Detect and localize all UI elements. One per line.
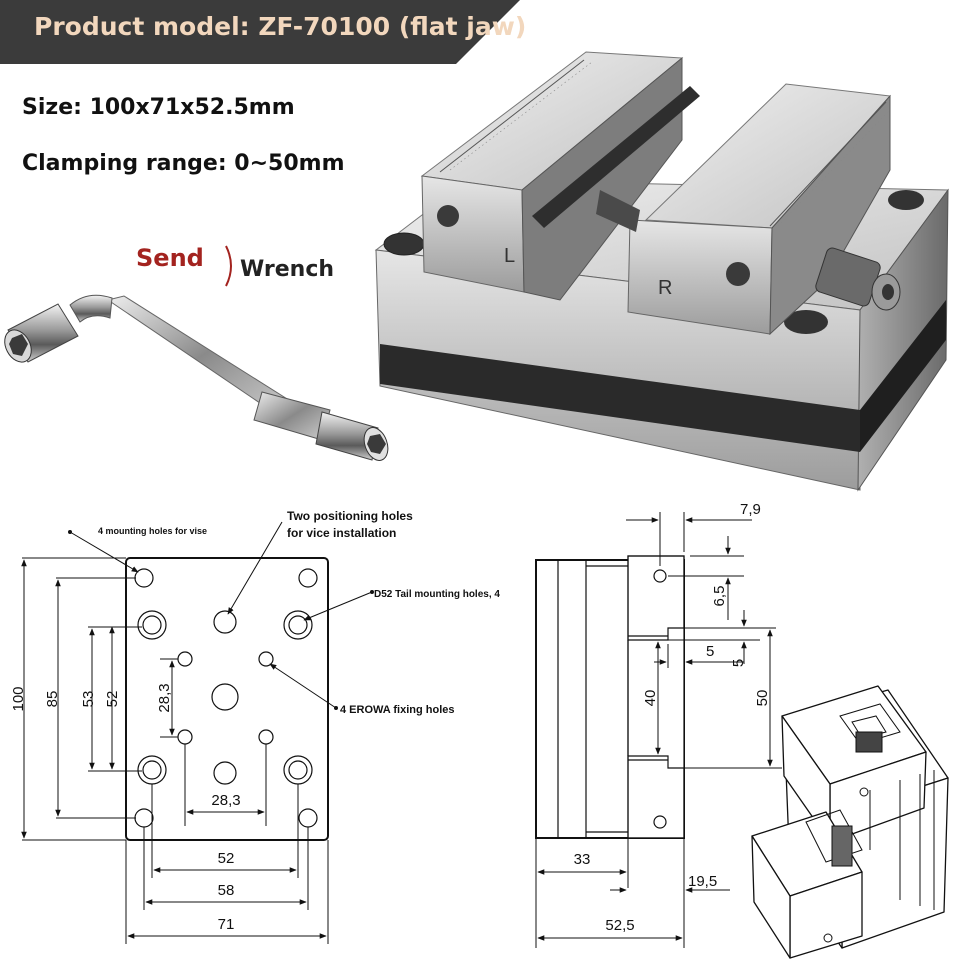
size-spec: Size: 100x71x52.5mm <box>22 95 295 120</box>
scale-ruler-right-icon <box>769 101 891 227</box>
dim-71: 71 <box>218 916 235 933</box>
dim-6-5: 6,5 <box>711 586 728 607</box>
dim-28-3-horizontal: 28,3 <box>211 792 240 809</box>
dim-52-vertical: 52 <box>104 691 121 708</box>
wrench-socket-left-icon <box>4 303 79 363</box>
dim-58: 58 <box>218 882 235 899</box>
dim-5-vertical: 5 <box>730 659 747 667</box>
dim-52-horizontal: 52 <box>218 850 235 867</box>
dim-50: 50 <box>754 690 771 707</box>
dim-33: 33 <box>574 851 591 868</box>
title-banner: Product model: ZF-70100 (flat jaw) <box>0 0 526 64</box>
wrench-label: Wrench <box>240 257 335 282</box>
send-label: Send <box>136 244 204 272</box>
dim-85: 85 <box>44 691 61 708</box>
dim-19-5: 19,5 <box>688 873 717 890</box>
dim-7-9: 7,9 <box>740 501 761 518</box>
dim-28-3-vertical: 28,3 <box>156 683 173 712</box>
dim-5-horizontal: 5 <box>706 643 714 660</box>
dim-52-5: 52,5 <box>605 917 634 934</box>
label-positioning-holes-2: for vice installation <box>287 526 396 540</box>
jaw-left-letter: L <box>504 245 515 267</box>
lead-screw-icon <box>596 190 901 311</box>
paren-icon <box>225 245 232 287</box>
banner-shape <box>0 0 520 64</box>
dim-53: 53 <box>80 691 97 708</box>
label-positioning-holes: Two positioning holes <box>287 509 413 523</box>
product-title: Product model: ZF-70100 (flat jaw) <box>34 12 527 41</box>
scale-ruler-left-icon <box>439 59 593 173</box>
label-mounting-holes-vise: 4 mounting holes for vise <box>98 526 207 536</box>
label-d52-holes: D52 Tail mounting holes, 4 <box>374 589 500 600</box>
dim-100: 100 <box>10 686 27 711</box>
label-erowa-holes: 4 EROWA fixing holes <box>340 704 455 716</box>
clamping-spec: Clamping range: 0~50mm <box>22 151 345 176</box>
dim-40: 40 <box>642 690 659 707</box>
jaw-right-letter: R <box>658 277 672 299</box>
